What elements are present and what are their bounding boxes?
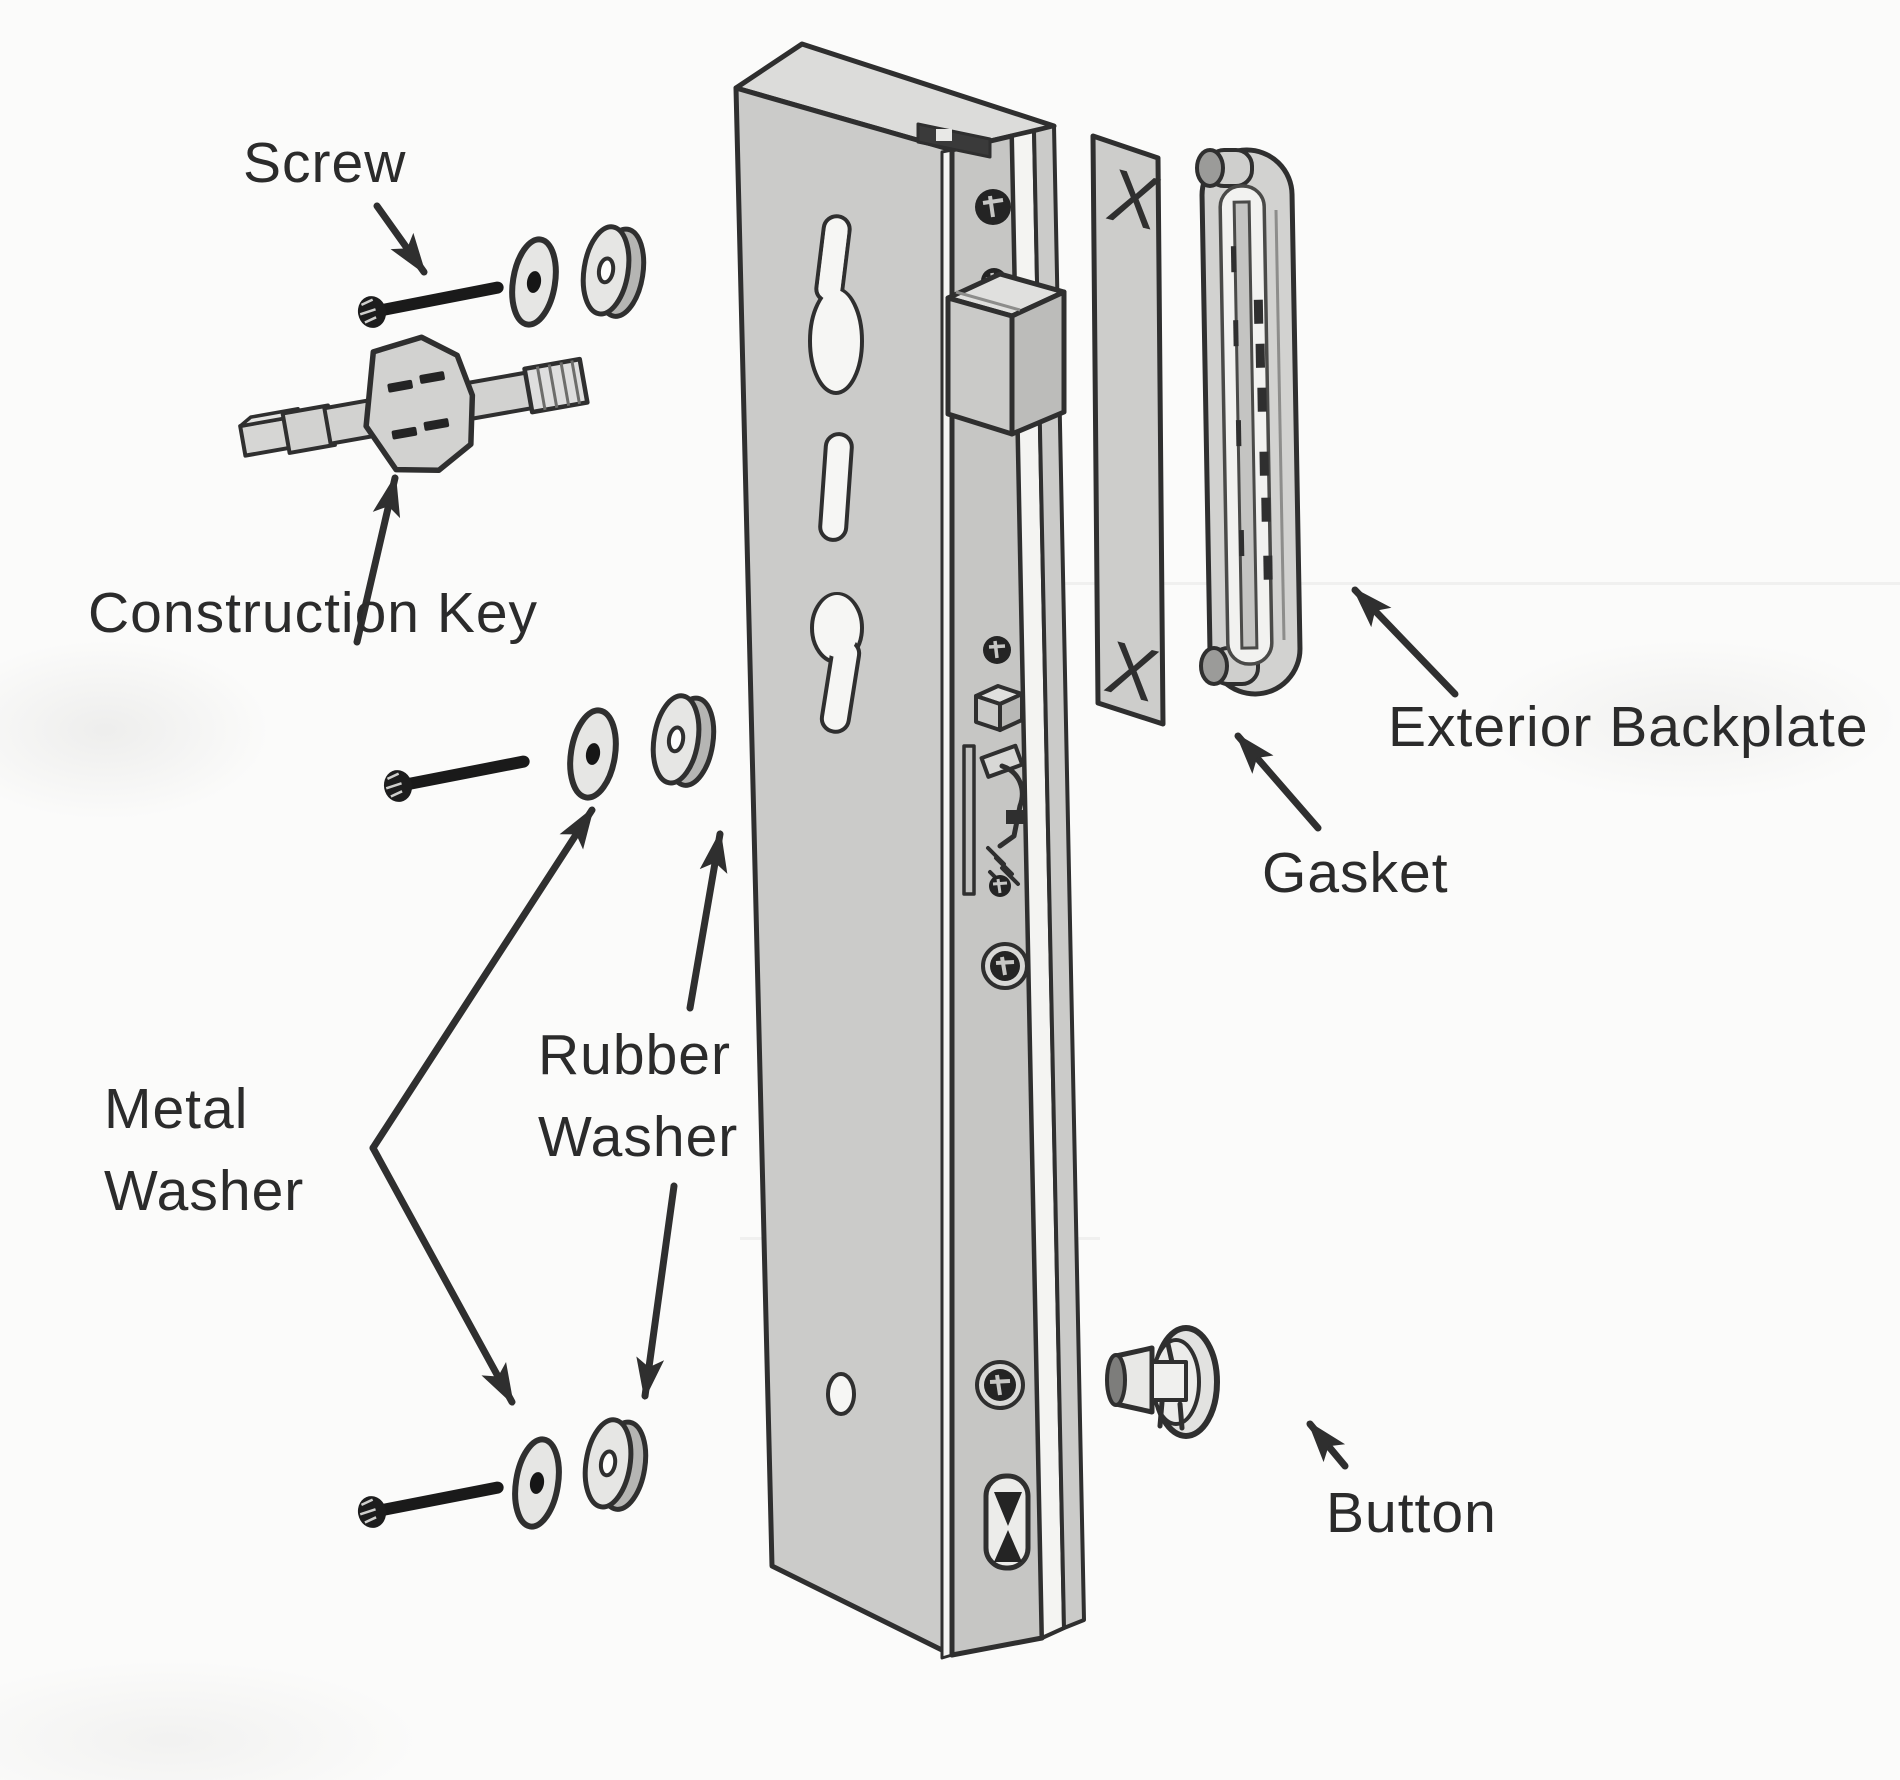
metal-washer-label-line1: Metal <box>104 1077 249 1141</box>
screw-middle <box>383 755 530 802</box>
exterior-backplate-label: Exterior Backplate <box>1388 695 1869 759</box>
gasket-part: X X <box>1090 133 1168 727</box>
button-part <box>1105 1325 1220 1439</box>
screw-label: Screw <box>243 131 407 195</box>
rubber-washer-top <box>580 224 647 319</box>
button-arrow <box>1306 1420 1349 1470</box>
rubber-washer-middle <box>650 693 717 788</box>
rubber-washer-label-line1: Rubber <box>538 1023 731 1087</box>
gasket-label: Gasket <box>1262 841 1449 905</box>
construction-key-label: Construction Key <box>88 581 539 645</box>
screw-arrow <box>373 202 428 276</box>
faceplate-screw <box>975 189 1011 225</box>
rubber-washer-label: Rubber Washer <box>538 1014 738 1178</box>
exterior-backplate-arrow <box>1351 586 1459 698</box>
latch-mechanism <box>962 743 1025 896</box>
bottom-roller-latch <box>983 1473 1031 1571</box>
exterior-backplate-part <box>1195 147 1303 697</box>
metal-washer-label-line2: Washer <box>104 1159 305 1223</box>
gasket-arrow <box>1234 732 1322 832</box>
metal-washer-label: Metal Washer <box>104 1068 304 1232</box>
keyhole-middle-slot <box>818 432 854 542</box>
backplate-dashes <box>1230 246 1273 580</box>
metal-washer-arrow-lower <box>369 1144 516 1406</box>
keyhole-top <box>808 214 864 395</box>
faceplate-screw <box>989 875 1011 897</box>
construction-key-arrow <box>353 474 401 646</box>
keyhole-euro <box>810 592 864 734</box>
faceplate-screw-ringed <box>981 942 1029 990</box>
button-hole <box>826 1372 856 1416</box>
faceplate-screw <box>983 636 1011 664</box>
screw-top <box>357 281 504 328</box>
metal-washer-middle <box>567 707 619 801</box>
top-hook-notch <box>936 129 952 141</box>
rubber-washer-label-line2: Washer <box>538 1105 739 1169</box>
lock-body <box>733 41 1086 1660</box>
rubber-washer-arrow-lower <box>636 1182 678 1400</box>
faceplate-screw-ringed <box>975 1360 1025 1410</box>
construction-key-part <box>238 334 590 473</box>
latch-bolt <box>945 271 1067 437</box>
metal-washer-top <box>509 236 559 328</box>
button-label: Button <box>1326 1481 1497 1545</box>
rubber-washer-arrow-upper <box>686 830 728 1012</box>
screw-bottom <box>357 1481 504 1528</box>
lock-outer-edge-strip <box>1032 124 1086 1630</box>
metal-washer-bottom <box>512 1436 562 1530</box>
metal-washer-arrow-upper <box>369 806 596 1152</box>
rubber-washer-bottom <box>582 1417 649 1512</box>
deadbolt-detail <box>974 684 1024 732</box>
